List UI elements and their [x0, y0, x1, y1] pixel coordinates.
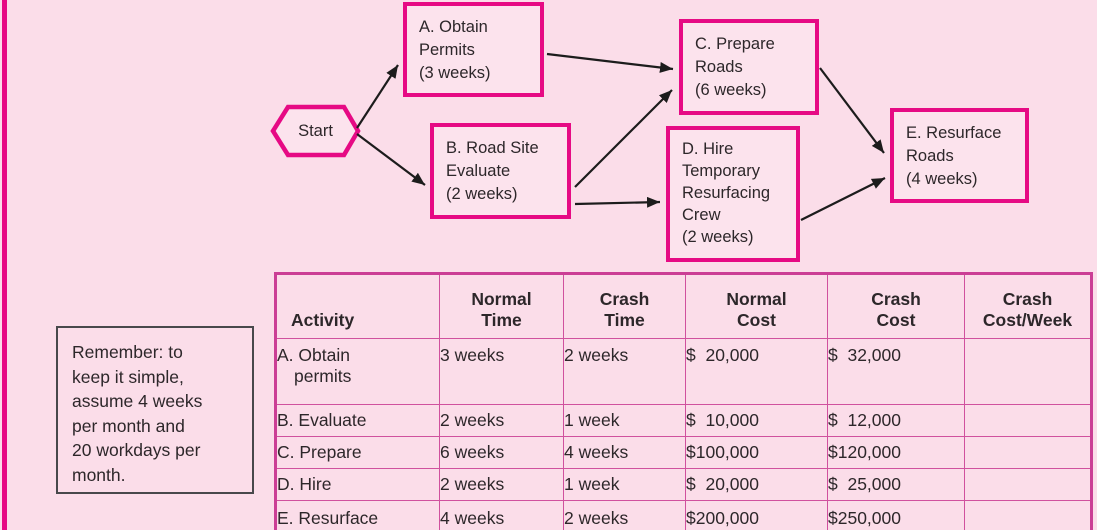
- table-header-row: Activity Normal Time Crash Time Normal C…: [275, 273, 1092, 339]
- activity-node-e: E. Resurface Roads (4 weeks): [890, 108, 1029, 203]
- node-b-line2: Evaluate: [446, 162, 511, 180]
- edge-b-c: [574, 89, 673, 188]
- cell-crash-cost-per-week: [964, 436, 1092, 469]
- header-normal-time: Normal Time: [439, 273, 564, 339]
- activity-node-a: A. Obtain Permits (3 weeks): [403, 2, 544, 97]
- cell-crash-cost: $ 25,000: [827, 468, 965, 501]
- cell-crash-cost-per-week: [964, 338, 1092, 405]
- header-normal-cost: Normal Cost: [685, 273, 828, 339]
- cell-crash-cost: $250,000: [827, 500, 965, 530]
- node-b-line1: B. Road Site: [446, 139, 539, 157]
- header-crash-time: Crash Time: [563, 273, 686, 339]
- reminder-note: Remember: to keep it simple, assume 4 we…: [56, 326, 254, 494]
- cell-crash-cost: $ 12,000: [827, 404, 965, 437]
- activity-node-c: C. Prepare Roads (6 weeks): [679, 19, 819, 115]
- table-row-e: E. Resurface 4 weeks 2 weeks $200,000 $2…: [275, 500, 1092, 530]
- edge-a-c: [546, 52, 674, 73]
- cell-crash-time: 1 week: [563, 468, 686, 501]
- node-c-line3: (6 weeks): [695, 81, 767, 99]
- activity-node-d: D. Hire Temporary Resurfacing Crew (2 we…: [666, 126, 800, 262]
- cell-activity: B. Evaluate: [275, 404, 440, 437]
- cell-activity: D. Hire: [275, 468, 440, 501]
- node-a-line1: A. Obtain: [419, 18, 488, 36]
- left-accent-stripe: [2, 0, 7, 530]
- table-row-a: A. Obtain permits 3 weeks 2 weeks $ 20,0…: [275, 338, 1092, 405]
- cell-normal-time: 6 weeks: [439, 436, 564, 469]
- note-line2: keep it simple,: [72, 366, 184, 387]
- cell-crash-cost-per-week: [964, 468, 1092, 501]
- edge-start-a: [356, 64, 399, 129]
- cell-crash-time: 2 weeks: [563, 338, 686, 405]
- node-a-line2: Permits: [419, 41, 475, 59]
- node-e-line3: (4 weeks): [906, 170, 978, 188]
- note-line5: 20 workdays per: [72, 440, 201, 460]
- cell-crash-time: 1 week: [563, 404, 686, 437]
- cell-crash-time: 2 weeks: [563, 500, 686, 530]
- cell-activity: E. Resurface: [275, 500, 440, 530]
- cell-crash-cost-per-week: [964, 404, 1092, 437]
- node-d-line3: Resurfacing: [682, 184, 771, 202]
- start-hexagon: [270, 104, 361, 158]
- cell-normal-time: 4 weeks: [439, 500, 564, 530]
- crash-cost-table: Activity Normal Time Crash Time Normal C…: [274, 272, 1093, 530]
- cell-crash-cost: $120,000: [827, 436, 965, 469]
- note-line4: per month and: [72, 415, 185, 436]
- node-d-line5: (2 weeks): [682, 228, 754, 246]
- cell-activity: C. Prepare: [275, 436, 440, 469]
- cell-crash-cost-per-week: [964, 500, 1092, 530]
- cell-normal-cost: $100,000: [685, 436, 828, 469]
- start-node-label: Start: [298, 121, 333, 140]
- edge-start-b: [356, 133, 426, 186]
- edge-c-e: [819, 67, 885, 154]
- node-e-line2: Roads: [906, 147, 954, 165]
- node-e-line1: E. Resurface: [906, 124, 1002, 142]
- cell-crash-time: 4 weeks: [563, 436, 686, 469]
- table-row-d: D. Hire 2 weeks 1 week $ 20,000 $ 25,000: [275, 468, 1092, 501]
- node-d-line2: Temporary: [682, 162, 760, 180]
- cell-normal-cost: $ 20,000: [685, 338, 828, 405]
- node-b-line3: (2 weeks): [446, 185, 518, 203]
- cell-crash-cost: $ 32,000: [827, 338, 965, 405]
- node-a-line3: (3 weeks): [419, 64, 491, 82]
- header-crash-cost-per-week: Crash Cost/Week: [964, 273, 1092, 339]
- node-c-line1: C. Prepare: [695, 35, 775, 53]
- header-crash-cost: Crash Cost: [827, 273, 965, 339]
- note-line3: assume 4 weeks: [72, 391, 203, 411]
- table-row-c: C. Prepare 6 weeks 4 weeks $100,000 $120…: [275, 436, 1092, 469]
- activity-node-b: B. Road Site Evaluate (2 weeks): [430, 123, 571, 219]
- cell-normal-cost: $ 20,000: [685, 468, 828, 501]
- cell-activity: A. Obtain permits: [275, 338, 440, 405]
- node-c-line2: Roads: [695, 58, 743, 76]
- header-activity: Activity: [275, 273, 440, 339]
- cell-normal-cost: $ 10,000: [685, 404, 828, 437]
- edge-d-e: [800, 177, 886, 221]
- cell-normal-time: 2 weeks: [439, 404, 564, 437]
- note-line1: Remember: to: [72, 342, 183, 362]
- cell-normal-time: 2 weeks: [439, 468, 564, 501]
- cell-normal-time: 3 weeks: [439, 338, 564, 405]
- cell-normal-cost: $200,000: [685, 500, 828, 530]
- note-line6: month.: [72, 464, 126, 485]
- node-d-line4: Crew: [682, 206, 721, 224]
- node-d-line1: D. Hire: [682, 140, 734, 158]
- edge-b-d: [574, 196, 661, 208]
- table-row-b: B. Evaluate 2 weeks 1 week $ 10,000 $ 12…: [275, 404, 1092, 437]
